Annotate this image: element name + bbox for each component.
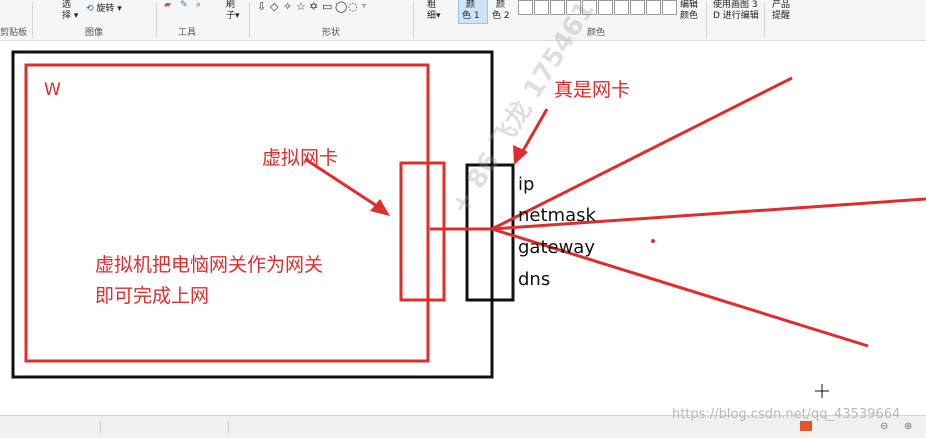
real-nic-arrow [518,108,549,157]
arrow-down-shape-icon[interactable]: ⇩ [257,0,267,13]
nic-field-ip: ip [518,174,535,195]
product-alert-label-top[interactable]: 产品 [772,0,791,10]
color-swatch[interactable] [598,0,613,15]
image-label: 图像 [84,28,103,38]
virtual-nic-box [399,161,446,302]
color-swatch[interactable] [630,0,645,15]
clipboard-label: 剪贴板 [0,28,28,38]
app-tray-icon [800,421,812,431]
virtual-nic-arrowhead [370,199,390,216]
nic-field-dns: dns [518,269,551,290]
network-line [491,227,869,348]
magnifier-icon[interactable]: ⌕ [196,0,202,10]
color-swatch[interactable] [534,0,549,15]
virtual-nic-arrow [304,157,384,212]
color2-label-top[interactable]: 颜 [496,0,506,10]
crosshair-cursor-icon [815,384,829,398]
shapes-expand-icon[interactable]: ▿ [362,1,367,10]
vm-w-label: W [44,80,61,100]
zoom-in-icon[interactable]: ⊕ [904,421,913,432]
color-swatch[interactable] [662,0,677,15]
nic-field-netmask: netmask [518,205,596,226]
color-swatch[interactable] [582,0,597,15]
select-label-bottom: 择 [62,11,72,21]
ribbon-separator [32,2,33,38]
diamond-shape-icon[interactable]: ◇ [270,0,279,13]
edit-colors-label-top[interactable]: 编辑 [680,0,699,10]
paint3d-label-top[interactable]: 使用画图 3 [713,0,758,10]
size-group: 粗 细▾ [415,0,451,40]
size-button[interactable]: 细▾ [427,11,441,21]
real-nic-box [465,163,515,302]
zoom-out-icon[interactable]: ⊖ [880,421,889,432]
brushes-button[interactable]: 子▾ [226,11,240,21]
ribbon-separator [764,2,765,38]
gateway-note-line2: 即可完成上网 [95,285,210,307]
shapes-group: ⇩ ◇ ✧ ☆ ✡ ▭ ◯ ◌ ▿ 形状 [251,0,411,40]
picker-icon[interactable]: ✎ [180,0,188,10]
status-bar: ⊖ ⊕ [0,415,926,438]
tools-label: 工具 [177,28,196,38]
brush-label-bottom: 子 [226,11,236,21]
color-swatch[interactable] [646,0,661,15]
gateway-note-line1: 虚拟机把电恼网关作为网关 [95,254,324,276]
star5-shape-icon[interactable]: ☆ [296,0,306,13]
canvas-drawing [11,50,926,398]
color-swatch[interactable] [566,0,581,15]
star4-shape-icon[interactable]: ✧ [283,0,293,13]
select-button[interactable]: 择 ▾ [62,11,79,21]
shapes-label: 形状 [321,28,340,38]
colors-group: 颜色 [516,0,677,40]
paint3d-label-bottom[interactable]: D 进行编辑 [713,11,759,21]
brushes-group: 刷 子▾ [218,0,248,40]
csdn-watermark: https://blog.csdn.net/qq_43539664 [672,407,901,422]
rotate-button[interactable]: ⟲ 旋转 ▾ [86,4,122,14]
real-nic-arrowhead [513,145,528,165]
ribbon-separator [249,2,250,38]
color-swatch[interactable] [614,0,629,15]
status-separator [228,421,229,433]
brush-label-top[interactable]: 刷 [226,0,236,10]
color-swatch[interactable] [550,0,565,15]
status-separator [100,421,101,433]
network-line [491,197,926,231]
select-label-top[interactable]: 选 [62,0,72,10]
color1-label-top: 颜 [466,0,476,10]
ribbon-separator [706,2,707,38]
ribbon-separator [413,2,414,38]
color2-label-bottom[interactable]: 色 2 [492,11,510,21]
edit-colors-label-bottom[interactable]: 颜色 [680,11,699,21]
vm-box [24,63,430,363]
colors-label: 颜色 [586,28,605,38]
callout-cloud-icon[interactable]: ◌ [348,0,358,13]
rotate-label: 旋转 [96,4,115,14]
product-alert-label-bottom[interactable]: 提醒 [772,11,791,21]
eraser-icon[interactable]: ▰ [164,0,171,10]
host-box [11,50,494,379]
clipboard-group: 剪贴板 [0,0,30,40]
network-line [491,76,793,231]
size-label-bottom: 细 [427,11,437,21]
ribbon-separator [156,2,157,38]
tools-group: ▰ ✎ ⌕ 工具 [158,0,216,40]
callout-rect-icon[interactable]: ▭ [322,0,333,13]
star6-shape-icon[interactable]: ✡ [309,0,319,13]
color1-label-bottom: 色 1 [462,11,480,21]
color1-button[interactable] [458,0,488,24]
red-dot [651,239,655,243]
color-swatch[interactable] [518,0,533,15]
image-group: 选 择 ▾ ⟲ 旋转 ▾ 图像 [34,0,154,40]
ribbon: 剪贴板 选 择 ▾ ⟲ 旋转 ▾ 图像 ▰ ✎ ⌕ 工具 刷 子▾ ⇩ ◇ ✧ … [0,0,926,41]
callout-oval-icon[interactable]: ◯ [335,0,348,13]
virtual-nic-label: 虚拟网卡 [262,147,339,169]
nic-field-gateway: gateway [518,237,595,258]
rotate-icon: ⟲ [86,4,94,14]
real-nic-label: 真是网卡 [554,79,631,101]
drawing-canvas[interactable]: W 虚拟网卡 真是网卡 虚拟机把电恼网关作为网关 即可完成上网 ip netma… [0,0,926,415]
size-label-top[interactable]: 粗 [427,0,437,10]
